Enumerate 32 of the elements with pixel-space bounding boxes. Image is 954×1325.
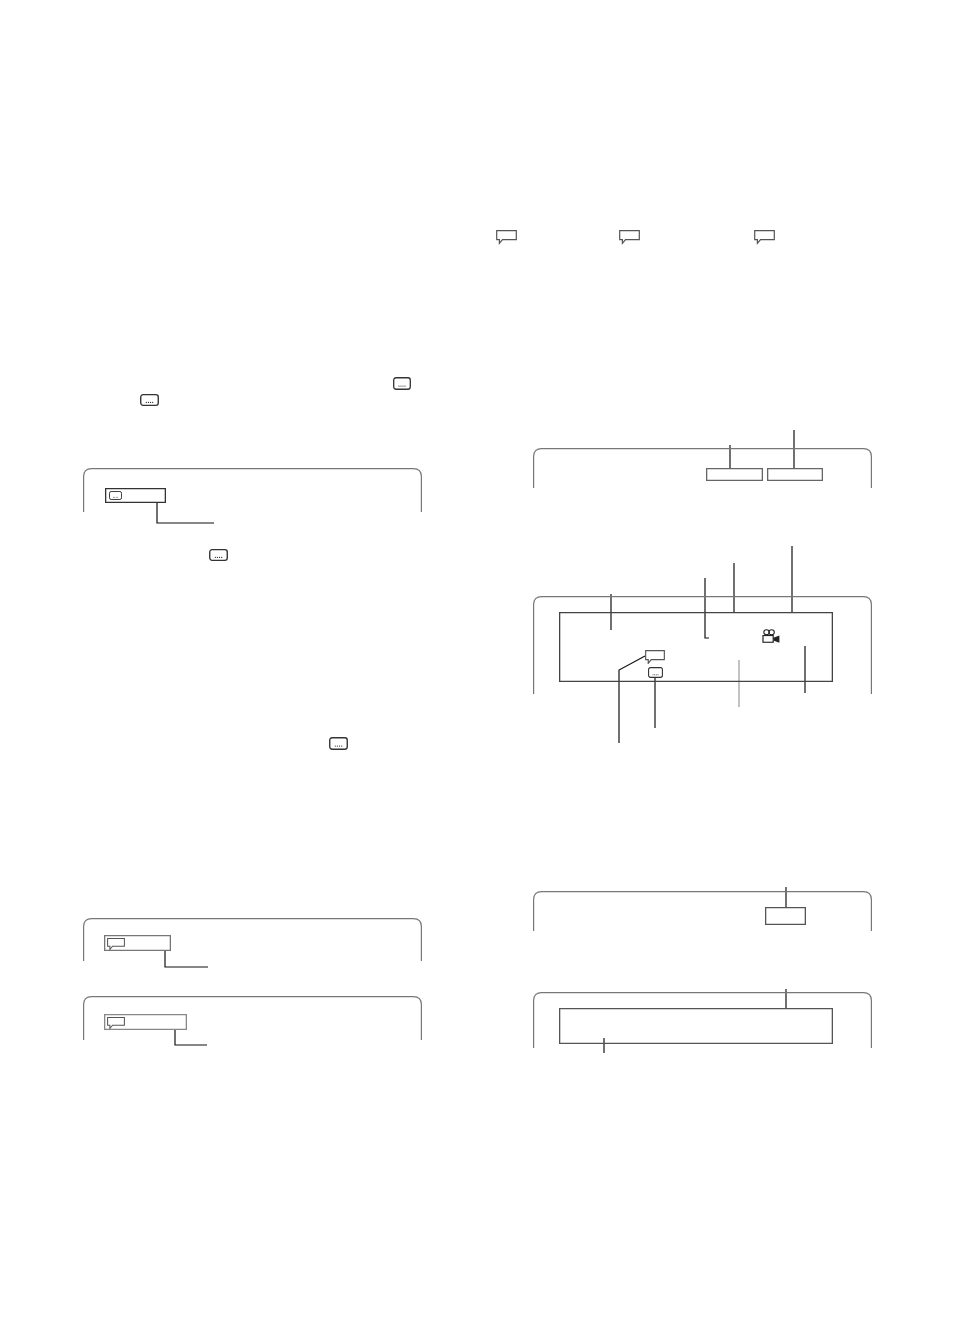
display-panel bbox=[533, 891, 872, 931]
leader-line bbox=[791, 545, 793, 613]
indicator-box bbox=[706, 468, 763, 481]
display-panel bbox=[533, 448, 872, 488]
display-panel bbox=[83, 996, 422, 1040]
leader-line bbox=[603, 1037, 605, 1054]
leader-line bbox=[793, 429, 795, 469]
display-panel bbox=[83, 468, 422, 512]
leader-line bbox=[738, 659, 740, 708]
leader-line bbox=[156, 502, 215, 524]
indicator-box bbox=[767, 468, 823, 481]
leader-line bbox=[654, 677, 656, 729]
leader-line bbox=[174, 1029, 208, 1046]
display-panel bbox=[533, 596, 872, 694]
display-panel bbox=[533, 992, 872, 1048]
display-screen bbox=[559, 1008, 833, 1044]
speech-bubble-icon bbox=[645, 650, 665, 664]
leader-line bbox=[164, 950, 209, 968]
display-screen bbox=[559, 612, 833, 682]
leader-line bbox=[729, 444, 731, 469]
leader-line bbox=[618, 655, 646, 744]
indicator-box bbox=[104, 1014, 187, 1030]
leader-line bbox=[785, 988, 787, 1009]
display-panel bbox=[83, 918, 422, 961]
ellipsis-icon bbox=[648, 667, 663, 678]
indicator-box bbox=[104, 935, 171, 951]
leader-line bbox=[785, 886, 787, 908]
indicator-box bbox=[765, 907, 806, 925]
leader-line bbox=[733, 562, 735, 613]
leader-line bbox=[610, 593, 612, 631]
indicator-box bbox=[105, 488, 166, 503]
leader-line bbox=[704, 577, 710, 639]
